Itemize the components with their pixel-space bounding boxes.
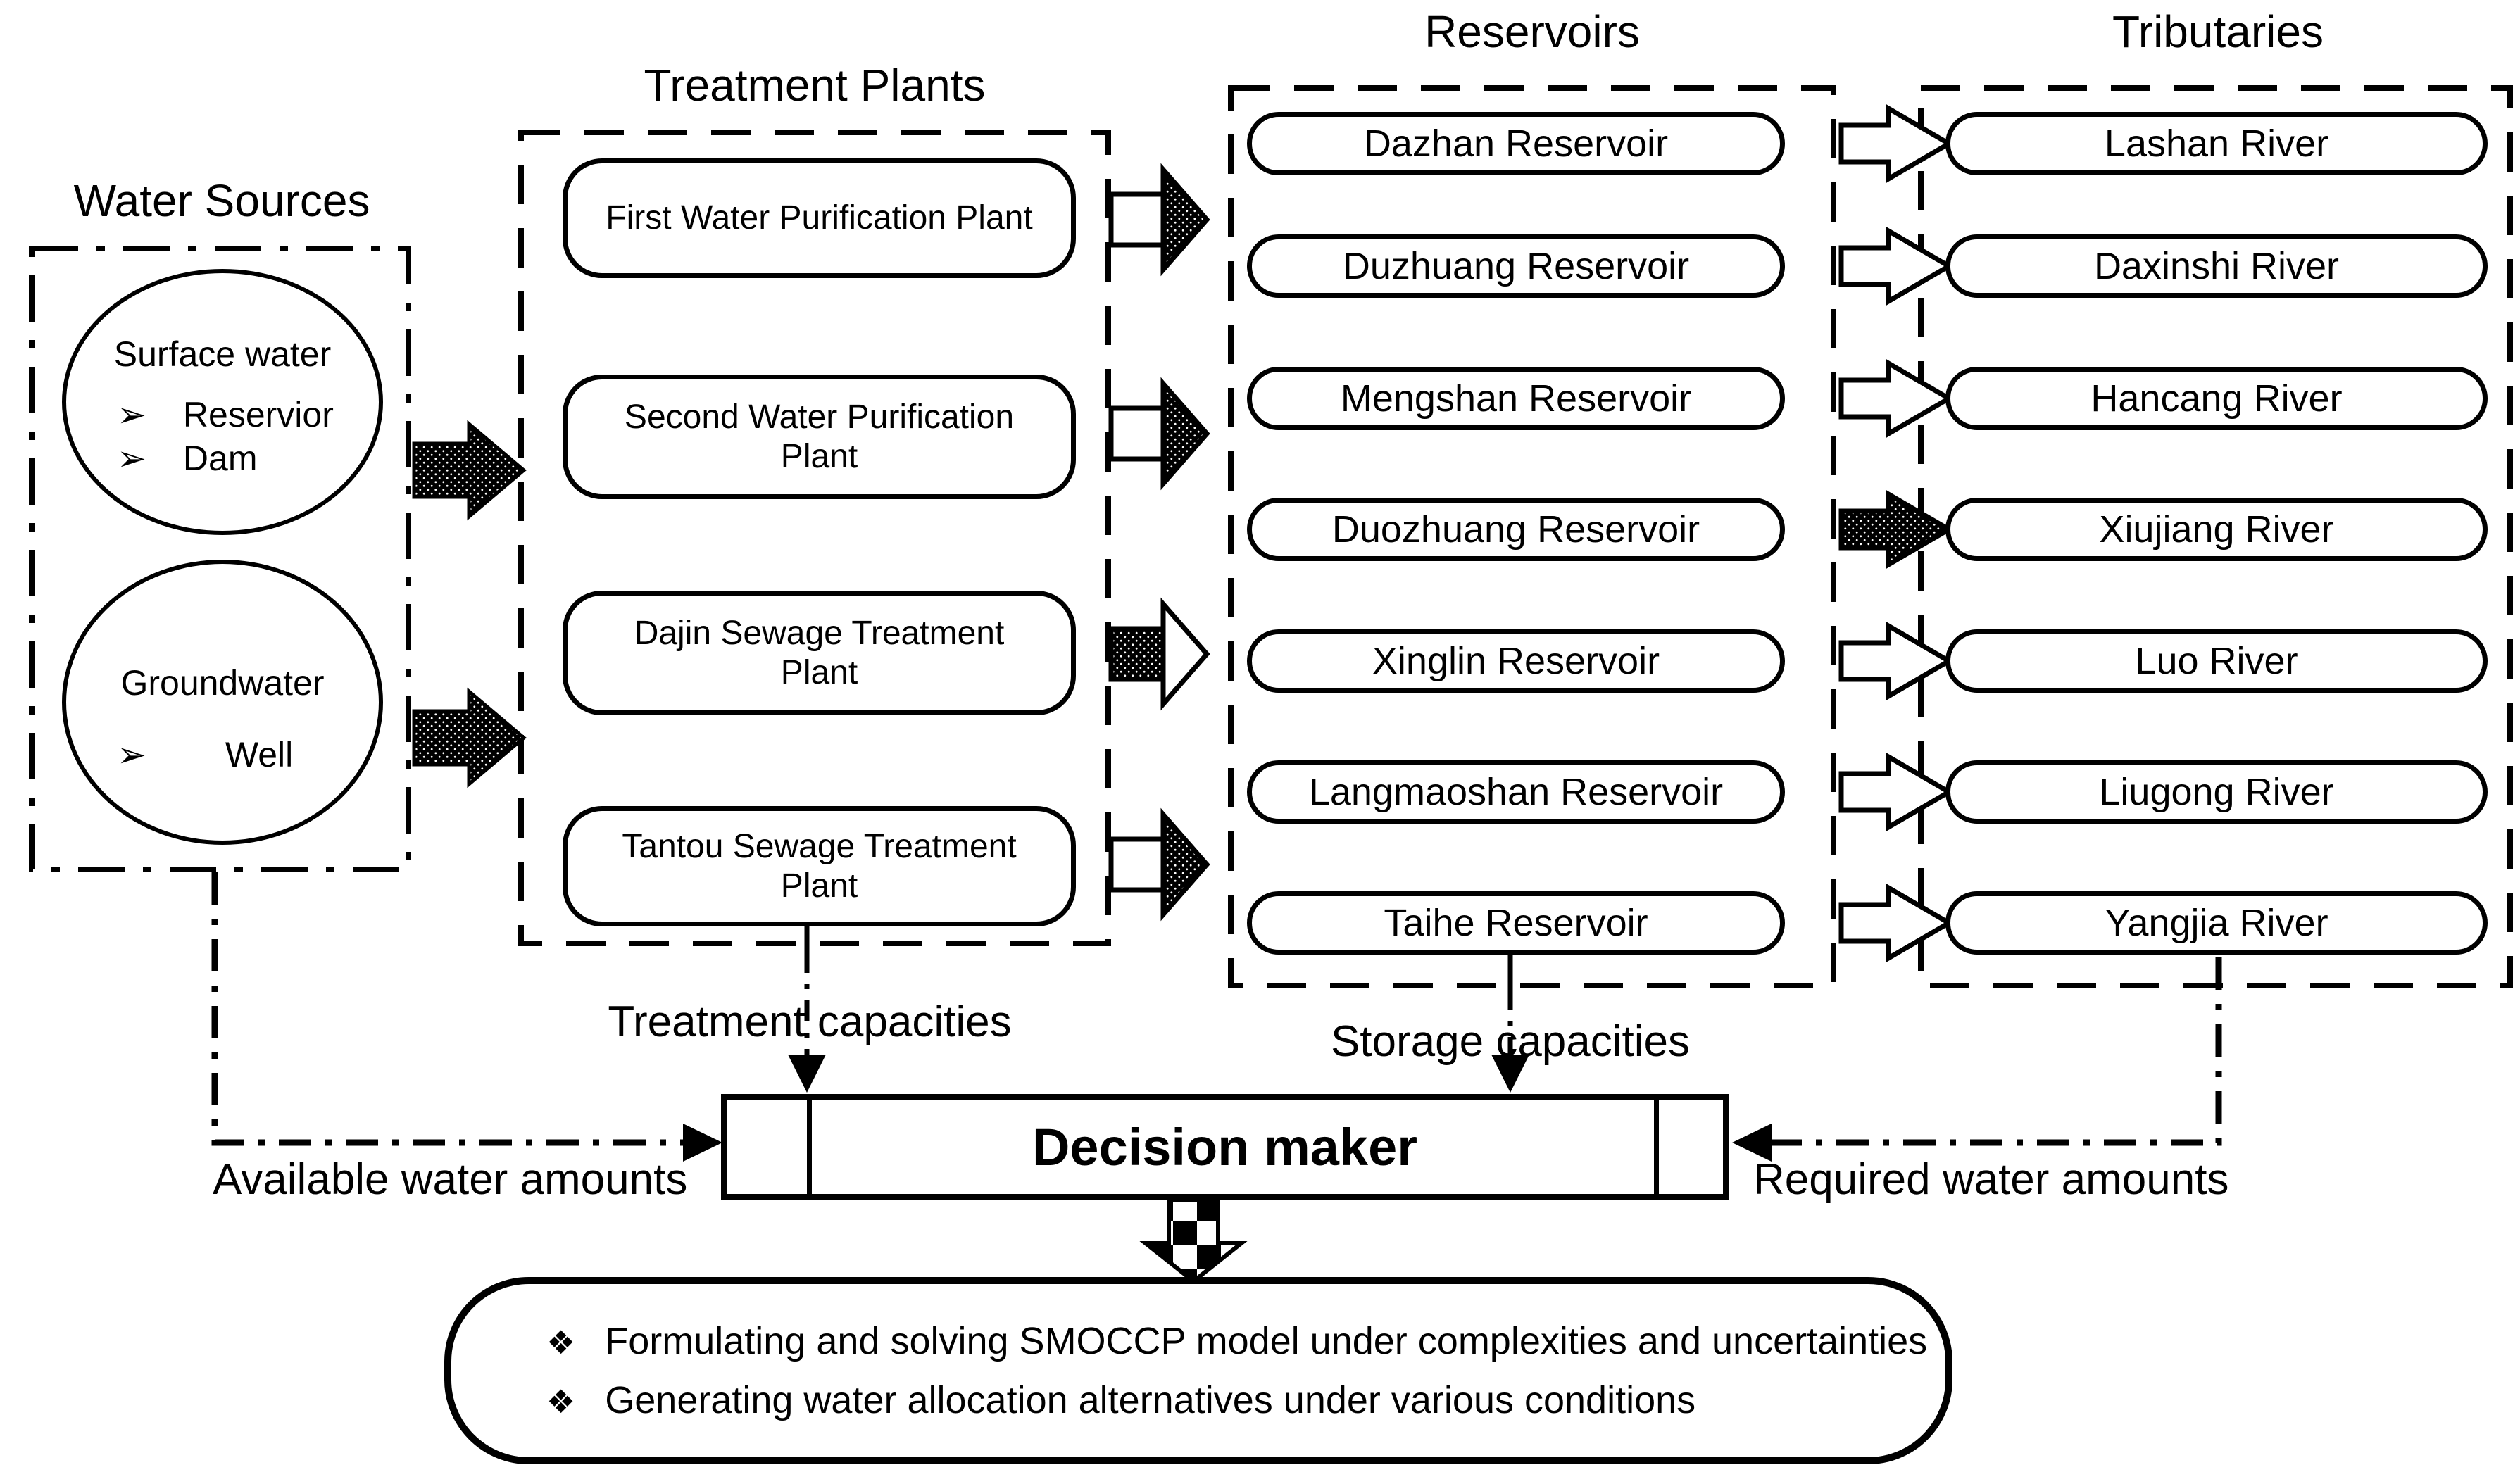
surface-item-dam: ➢ Dam [66, 436, 379, 480]
reservoir-node-7: Taihe Reservoir [1247, 891, 1785, 955]
tributary-node-5: Luo River [1945, 629, 2488, 693]
surface-item-dam-label: Dam [182, 439, 258, 478]
diamond-bullet-icon: ❖ [546, 1324, 576, 1361]
treatment-capacities-label: Treatment capacities [608, 998, 1012, 1046]
reservoir-to-tributary-arrow-1 [1838, 103, 1954, 184]
treatment-to-reservoir-arrow-2 [1108, 377, 1210, 491]
storage-capacities-connector [1491, 955, 1529, 1093]
tributary-node-3: Hancang River [1945, 367, 2488, 430]
treatment-to-reservoir-arrow-3 [1108, 597, 1210, 711]
output-row-2: ❖ Generating water allocation alternativ… [546, 1378, 1903, 1422]
surface-item-reservior-label: Reservior [182, 395, 334, 434]
reservoir-node-5: Xinglin Reservoir [1247, 629, 1785, 693]
available-water-label: Available water amounts [213, 1155, 688, 1204]
groundwater-label: Groundwater [120, 663, 325, 703]
decision-maker-label: Decision maker [1032, 1117, 1418, 1176]
reservoir-to-tributary-arrow-3 [1838, 358, 1954, 439]
surface-to-treatment-arrow [412, 420, 527, 521]
output-text-2: Generating water allocation alternatives… [605, 1379, 1696, 1421]
groundwater-node: Groundwater ➢ Well [62, 560, 383, 845]
ground-item-well: ➢ Well [66, 733, 379, 776]
surface-water-node: Surface water ➢ Reservior ➢ Dam [62, 269, 383, 535]
reservoir-node-1: Dazhan Reservoir [1247, 112, 1785, 175]
treatment-plant-node-1: First Water Purification Plant [563, 158, 1076, 278]
storage-capacities-label: Storage capacities [1330, 1017, 1691, 1066]
treatment-capacities-connector [788, 926, 826, 1093]
decision-box-right-divider [1654, 1100, 1659, 1194]
reservoir-to-tributary-arrow-7 [1838, 883, 1954, 963]
reservoirs-title: Reservoirs [1424, 6, 1640, 57]
reservoir-to-tributary-arrow-5 [1838, 621, 1954, 701]
treatment-to-reservoir-arrow-1 [1108, 163, 1210, 277]
required-water-connector [1732, 957, 2222, 1162]
treatment-plant-node-2: Second Water Purification Plant [563, 375, 1076, 499]
output-text-1: Formulating and solving SMOCCP model und… [605, 1320, 1928, 1362]
water-sources-title: Water Sources [73, 175, 370, 226]
tributary-node-2: Daxinshi River [1945, 234, 2488, 298]
reservoir-to-tributary-arrow-4 [1838, 489, 1954, 570]
reservoir-node-3: Mengshan Reservoir [1247, 367, 1785, 430]
treatment-to-reservoir-arrow-4 [1108, 807, 1210, 922]
reservoir-node-4: Duozhuang Reservoir [1247, 498, 1785, 561]
arrowhead-bullet-icon: ➢ [117, 395, 146, 434]
tributary-node-6: Liugong River [1945, 760, 2488, 824]
arrowhead-bullet-icon: ➢ [117, 735, 146, 774]
treatment-plant-node-3: Dajin Sewage Treatment Plant [563, 591, 1076, 715]
model-outputs-box: ❖ Formulating and solving SMOCCP model u… [444, 1277, 1952, 1464]
arrowhead-bullet-icon: ➢ [117, 439, 146, 478]
tributary-node-4: Xiujiang River [1945, 498, 2488, 561]
decision-box-left-divider [807, 1100, 812, 1194]
water-sources-group-border [29, 246, 411, 872]
treatment-plant-node-4: Tantou Sewage Treatment Plant [563, 806, 1076, 926]
available-water-connector [211, 872, 722, 1162]
output-row-1: ❖ Formulating and solving SMOCCP model u… [546, 1319, 1927, 1363]
surface-water-label: Surface water [113, 334, 332, 374]
ground-to-treatment-arrow [412, 687, 527, 788]
tributaries-title: Tributaries [2112, 6, 2324, 57]
reservoirs-group-border [1228, 85, 1836, 988]
decision-maker-box: Decision maker [721, 1094, 1729, 1200]
reservoir-to-tributary-arrow-2 [1838, 226, 1954, 306]
diamond-bullet-icon: ❖ [546, 1383, 576, 1420]
reservoir-to-tributary-arrow-6 [1838, 752, 1954, 832]
tributary-node-1: Lashan River [1945, 112, 2488, 175]
surface-item-reservior: ➢ Reservior [66, 393, 379, 436]
treatment-plants-title: Treatment Plants [644, 60, 986, 111]
ground-item-well-label: Well [225, 735, 294, 774]
reservoir-node-6: Langmaoshan Reservoir [1247, 760, 1785, 824]
decision-to-outputs-arrow [1139, 1197, 1248, 1284]
required-water-label: Required water amounts [1753, 1155, 2229, 1204]
reservoir-node-2: Duzhuang Reservoir [1247, 234, 1785, 298]
tributary-node-7: Yangjia River [1945, 891, 2488, 955]
